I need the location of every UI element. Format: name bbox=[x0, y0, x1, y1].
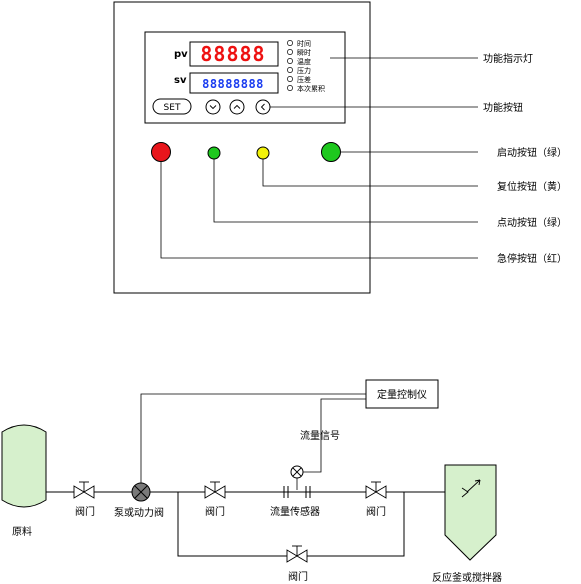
valve-3 bbox=[365, 481, 387, 499]
controller-label: 定量控制仪 bbox=[377, 388, 427, 401]
reset-button[interactable] bbox=[256, 146, 270, 160]
indicator-led bbox=[287, 85, 293, 91]
sv-label: sv bbox=[174, 75, 187, 86]
bypass-valve-label: 阀门 bbox=[288, 570, 308, 583]
left-button[interactable] bbox=[255, 99, 271, 115]
estop-button[interactable] bbox=[151, 142, 171, 162]
raw-material-label: 原料 bbox=[12, 525, 32, 538]
indicator-label: 时间 bbox=[297, 39, 311, 48]
indicator-label: 压力 bbox=[297, 66, 311, 75]
flow-sensor-label: 流量传感器 bbox=[270, 505, 320, 518]
pv-digits: 88888 bbox=[200, 42, 265, 66]
jog-button[interactable] bbox=[207, 146, 221, 160]
callout-reset-button: 复位按钮（黄） bbox=[497, 180, 567, 193]
callout-function-buttons: 功能按钮 bbox=[483, 101, 523, 114]
quantitative-controller bbox=[365, 379, 439, 409]
pv-label: pv bbox=[174, 49, 188, 60]
indicator-label: 压差 bbox=[297, 75, 311, 84]
up-button[interactable] bbox=[229, 99, 245, 115]
valve-1 bbox=[73, 481, 95, 499]
indicator-led bbox=[287, 76, 293, 82]
set-button-label: SET bbox=[164, 103, 181, 113]
flow-signal-label: 流量信号 bbox=[300, 429, 340, 442]
indicator-led bbox=[287, 58, 293, 64]
flow-sensor bbox=[283, 486, 311, 498]
signal-lines bbox=[140, 393, 366, 490]
reactor-vessel bbox=[444, 464, 497, 561]
indicator-led bbox=[287, 40, 293, 46]
inlet-arrow-icon bbox=[461, 479, 481, 498]
valve-2 bbox=[204, 481, 226, 499]
chevron-left-icon bbox=[260, 103, 265, 111]
pump-label: 泵或动力阀 bbox=[114, 506, 164, 519]
indicator-label: 本次累积 bbox=[297, 84, 325, 93]
raw-material-tank bbox=[1, 424, 47, 508]
flow-meter-icon bbox=[290, 465, 304, 479]
chevron-up-icon bbox=[233, 104, 241, 109]
reactor-label: 反应釜或搅拌器 bbox=[432, 571, 502, 584]
callout-start-button: 启动按钮（绿） bbox=[497, 146, 567, 159]
indicator-label: 瞬时 bbox=[297, 48, 311, 57]
set-button[interactable] bbox=[152, 98, 192, 115]
pv-display bbox=[189, 41, 279, 67]
main-pipeline bbox=[46, 491, 462, 557]
indicator-led bbox=[287, 67, 293, 73]
callout-lines bbox=[160, 57, 478, 259]
callout-jog-button: 点动按钮（绿） bbox=[497, 216, 567, 229]
sv-display bbox=[189, 72, 279, 94]
valve-3-label: 阀门 bbox=[366, 505, 386, 518]
callout-estop-button: 急停按钮（红） bbox=[497, 252, 567, 265]
callout-indicator-lights: 功能指示灯 bbox=[483, 52, 533, 65]
indicator-lights: 时间 瞬时 温度 压力 压差 本次累积 bbox=[287, 39, 325, 93]
valve-2-label: 阀门 bbox=[205, 505, 225, 518]
chevron-down-icon bbox=[209, 105, 217, 110]
valve-1-label: 阀门 bbox=[75, 505, 95, 518]
pump bbox=[131, 482, 151, 502]
bypass-valve bbox=[286, 545, 308, 563]
start-button[interactable] bbox=[321, 142, 341, 162]
sv-digits: 88888888 bbox=[202, 77, 264, 91]
indicator-label: 温度 bbox=[297, 57, 311, 66]
indicator-led bbox=[287, 49, 293, 55]
down-button[interactable] bbox=[205, 99, 221, 115]
